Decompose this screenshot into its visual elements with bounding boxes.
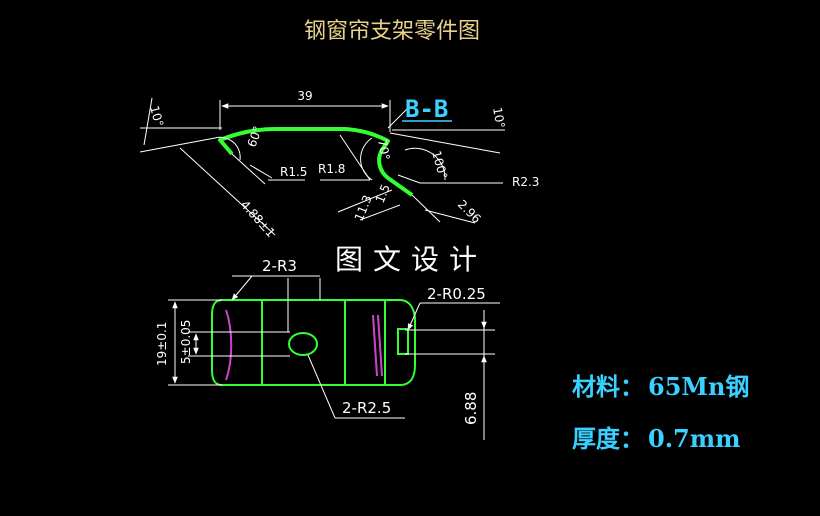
dim-2-r0-25: 2-R0.25 — [427, 285, 486, 303]
tab-slot — [397, 328, 409, 355]
dim-r2-3: R2.3 — [512, 175, 539, 189]
dim-39: 39 — [297, 89, 312, 103]
dim-r1-8: R1.8 — [318, 162, 345, 176]
dim-angle-60: 60° — [245, 124, 265, 149]
drawing-title: 钢窗帘支架零件图 — [304, 19, 480, 44]
dim-angle-100: 100° — [429, 149, 450, 181]
dim-angle-10-right: 10° — [490, 106, 507, 129]
dim-6-88: 6.88 — [462, 392, 480, 425]
dim-4-88: 4.88±1 — [238, 198, 278, 240]
dim-1-5: 1.5 — [373, 182, 393, 205]
material-value: 65Mn钢 — [648, 372, 749, 401]
material-label: 材料： — [572, 372, 644, 401]
dim-11-3: 11.3 — [352, 193, 375, 223]
hidden-edge-right-1 — [372, 314, 378, 377]
dim-angle-70: 70° — [375, 138, 392, 161]
section-view: B-B 39 10° 10° 60° 70° 100° R1.5 R1.8 R2… — [139, 89, 539, 240]
dim-2-r3: 2-R3 — [262, 257, 297, 275]
dim-5: 5±0.05 — [179, 320, 193, 364]
plan-outline — [211, 299, 416, 386]
thickness-value: 0.7mm — [648, 424, 741, 453]
dim-angle-10-left: 10° — [147, 104, 166, 128]
banner-watermark: 图文设计 — [335, 243, 487, 276]
dim-19: 19±0.1 — [155, 322, 169, 366]
hidden-edge-left — [225, 309, 233, 381]
section-label: B-B — [405, 95, 448, 123]
hidden-edge-right-2 — [377, 314, 383, 377]
material-notes: 材料： 65Mn钢 厚度： 0.7mm — [572, 372, 749, 453]
section-profile — [218, 127, 414, 197]
plan-view: 2-R3 2-R0.25 2-R2.5 19±0.1 5±0.05 6.88 — [155, 257, 500, 440]
thickness-label: 厚度： — [572, 424, 644, 453]
dim-r1-5: R1.5 — [280, 165, 307, 179]
center-hole — [288, 332, 318, 356]
dim-2-r2-5: 2-R2.5 — [342, 399, 391, 417]
